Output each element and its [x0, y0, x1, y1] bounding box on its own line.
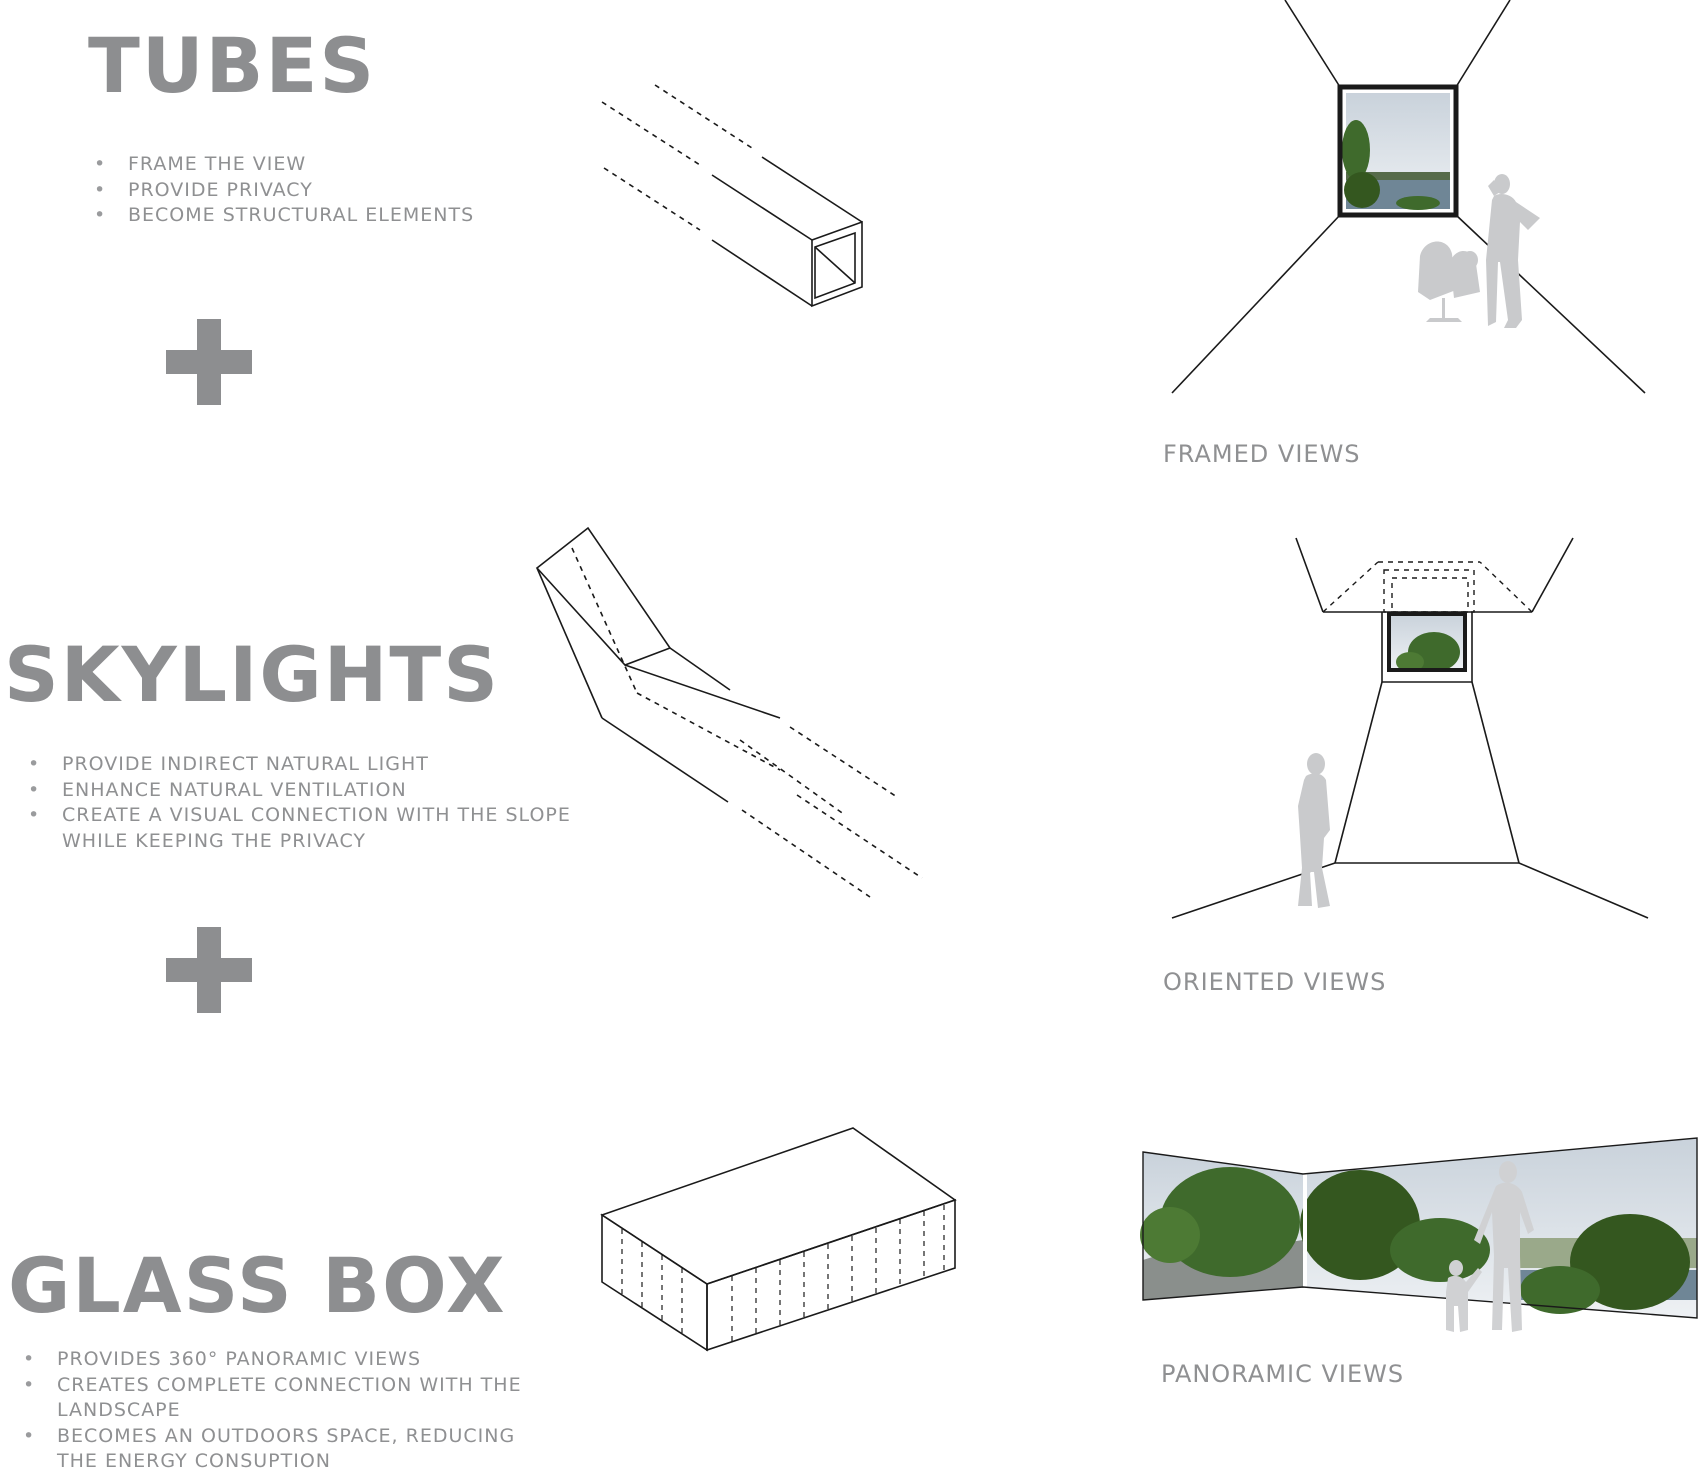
list-item: ENHANCE NATURAL VENTILATION — [28, 778, 622, 804]
framed-landscape-photo — [1337, 84, 1459, 218]
sky-opening-photo — [1387, 612, 1467, 672]
plus-icon — [166, 927, 252, 1013]
tube-isometric-drawing — [601, 84, 863, 308]
tubes-bullet-list: FRAME THE VIEW PROVIDE PRIVACY BECOME ST… — [94, 152, 528, 229]
glass-box-isometric-drawing — [600, 1127, 957, 1352]
list-item: PROVIDES 360° PANORAMIC VIEWS — [23, 1347, 557, 1373]
seated-person-silhouette — [1418, 241, 1480, 322]
skylights-bullet-list: PROVIDE INDIRECT NATURAL LIGHT ENHANCE N… — [28, 752, 622, 854]
panoramic-views-photo — [1140, 1137, 1698, 1332]
list-item: PROVIDE PRIVACY — [94, 178, 528, 204]
glass-box-heading: GLASS BOX — [8, 1241, 507, 1330]
glass-box-bullet-list: PROVIDES 360° PANORAMIC VIEWS CREATES CO… — [23, 1347, 557, 1475]
list-item: CREATES COMPLETE CONNECTION WITH THE LAN… — [23, 1373, 557, 1424]
oriented-views-caption: ORIENTED VIEWS — [1163, 968, 1387, 996]
tubes-heading: TUBES — [88, 21, 377, 110]
framed-views-caption: FRAMED VIEWS — [1163, 440, 1361, 468]
list-item: BECOME STRUCTURAL ELEMENTS — [94, 203, 528, 229]
list-item: FRAME THE VIEW — [94, 152, 528, 178]
plus-icon — [166, 319, 252, 405]
skylight-isometric-drawing — [535, 526, 923, 898]
standing-person-silhouette — [1298, 753, 1330, 908]
panoramic-views-caption: PANORAMIC VIEWS — [1161, 1360, 1405, 1388]
child-silhouette — [1446, 1260, 1482, 1332]
list-item: BECOMES AN OUTDOORS SPACE, REDUCING THE … — [23, 1424, 557, 1475]
standing-person-silhouette — [1486, 174, 1540, 328]
framed-views-perspective — [1171, 0, 1646, 394]
adult-silhouette — [1474, 1161, 1534, 1332]
oriented-views-perspective — [1171, 537, 1649, 919]
list-item: PROVIDE INDIRECT NATURAL LIGHT — [28, 752, 622, 778]
list-item: CREATE A VISUAL CONNECTION WITH THE SLOP… — [28, 803, 622, 854]
skylights-heading: SKYLIGHTS — [4, 630, 500, 719]
